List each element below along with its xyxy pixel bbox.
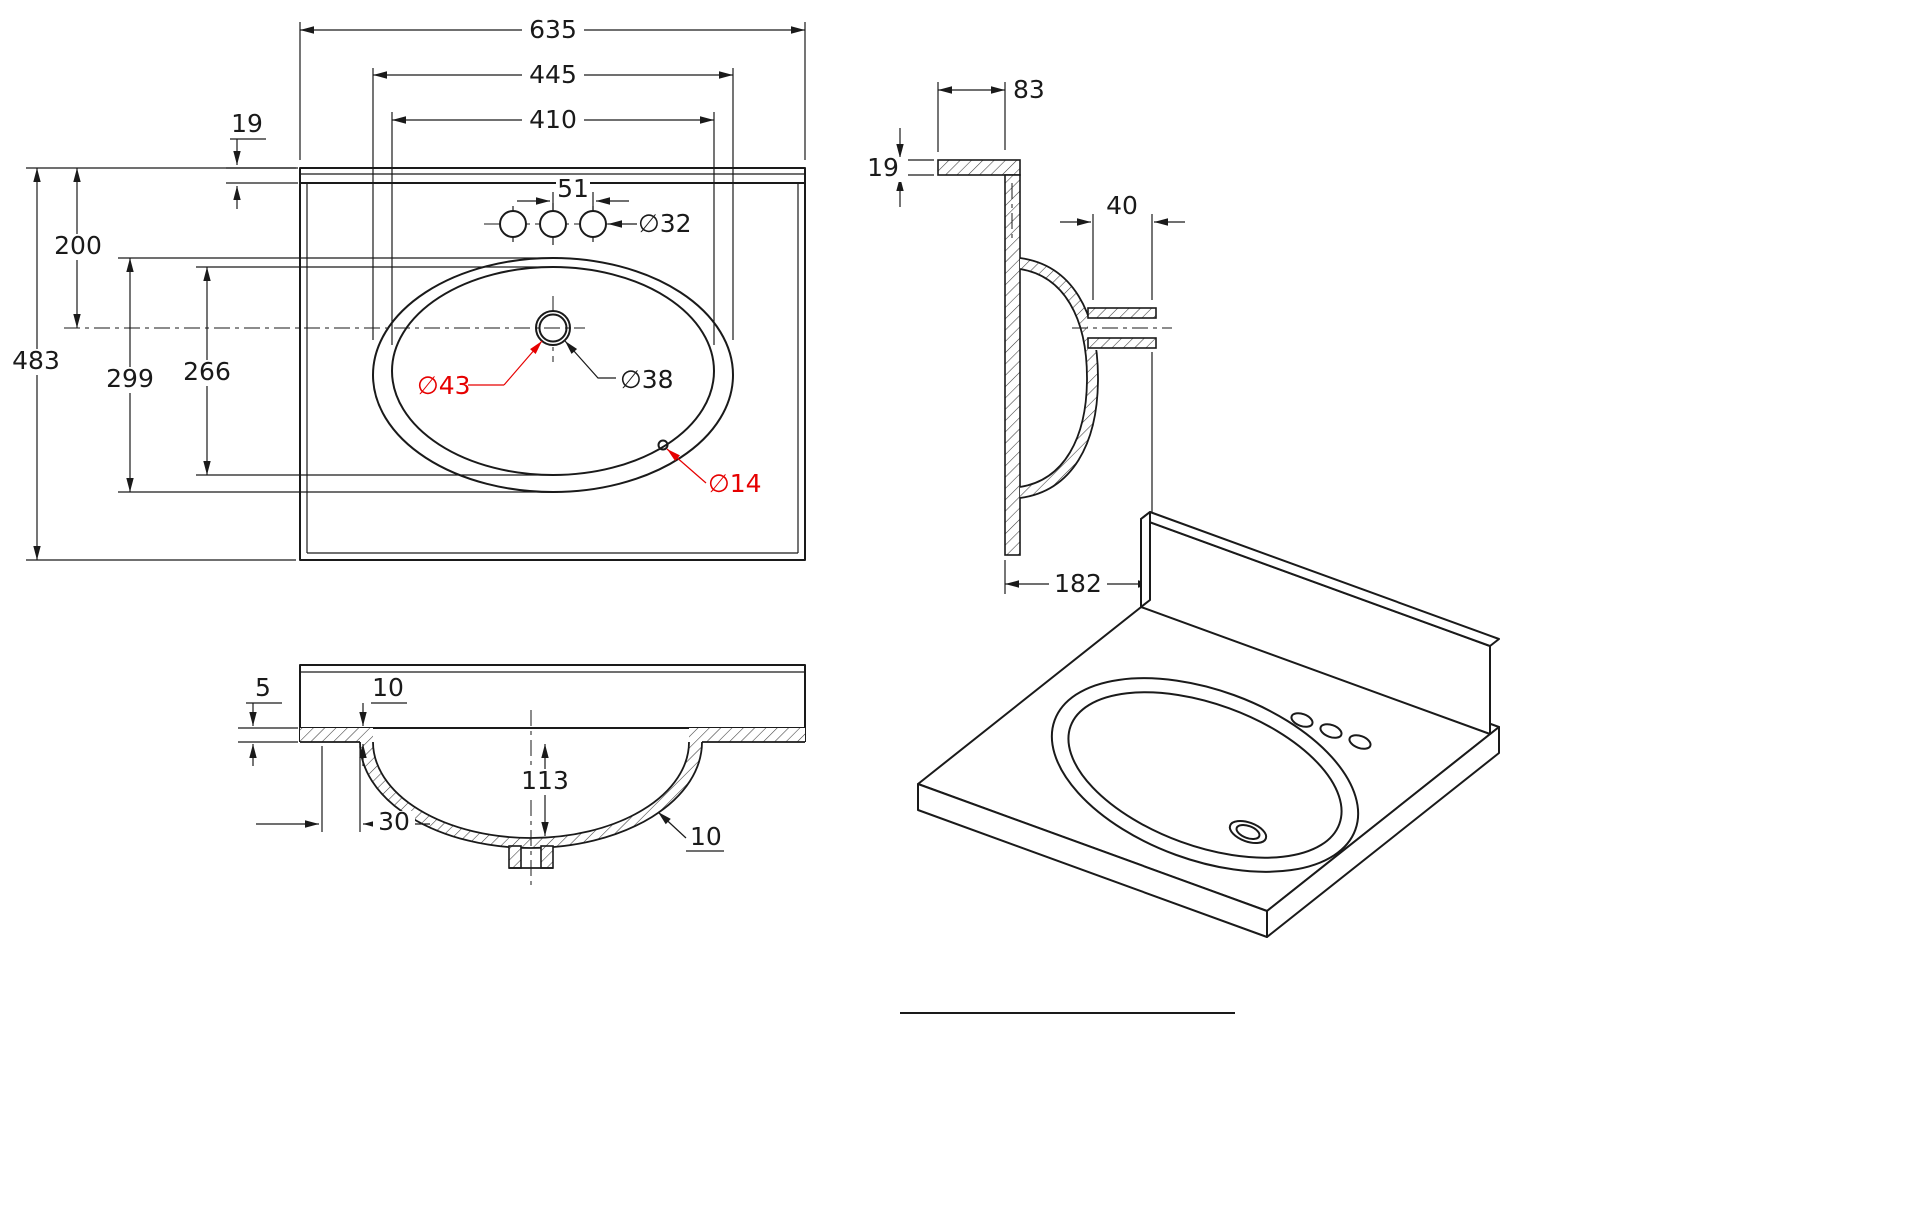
- dim-label-266: 266: [183, 357, 231, 386]
- front-outline: [299, 664, 806, 743]
- dim-label-19-side: 19: [867, 153, 899, 182]
- dim-label-182: 182: [1054, 569, 1102, 598]
- backsplash-section: [937, 159, 1021, 176]
- dim-drain-center: 200: [49, 168, 585, 329]
- dim-basin-inner-width: 410: [391, 105, 715, 345]
- dim-basin-inner-depth: 266: [178, 266, 553, 476]
- drain-stub-side: [1072, 306, 1172, 350]
- callout-drain-dia: ∅38: [564, 340, 674, 394]
- dim-label-635: 635: [529, 15, 577, 44]
- callout-faucet-dia: ∅32: [608, 209, 692, 238]
- dim-label-10-rim: 10: [372, 673, 404, 702]
- dim-label-5: 5: [255, 673, 271, 702]
- faucet-hole-left: [499, 210, 527, 238]
- dim-label-299: 299: [106, 364, 154, 393]
- dim-drain-stub: 40: [1060, 191, 1185, 300]
- dim-label-200: 200: [54, 231, 102, 260]
- dim-front-flat: 30: [256, 746, 430, 836]
- dim-label-483: 483: [12, 346, 60, 375]
- dim-bowl-wall: 10: [657, 811, 724, 852]
- dim-label-10-wall: 10: [690, 822, 722, 851]
- dim-label-83: 83: [1013, 75, 1045, 104]
- dim-label-113: 113: [521, 766, 569, 795]
- iso-deck-right-edge: [1266, 726, 1500, 938]
- label-dia14: ∅14: [708, 469, 762, 498]
- front-section-view: 5 10 30 113 1: [238, 664, 806, 888]
- isometric-view: [900, 511, 1500, 1014]
- dim-rim-step: 10: [359, 673, 407, 766]
- plan-outline: [299, 167, 806, 561]
- dim-backsplash-depth: 19: [226, 109, 298, 209]
- vanity-top-outline: [299, 167, 806, 561]
- callout-drain-cutout-dia: ∅43: [417, 340, 543, 400]
- iso-basin-outer-rim: [1050, 677, 1360, 873]
- iso-backsplash-end: [1140, 511, 1151, 608]
- label-dia43: ∅43: [417, 371, 471, 400]
- faucet-hole-center: [539, 210, 567, 238]
- dim-label-30: 30: [378, 807, 410, 836]
- dim-faucet-spacing: 51: [517, 174, 629, 212]
- overflow-hole: [657, 439, 669, 451]
- iso-faucet-holes: [1290, 712, 1372, 750]
- bowl-section-side: [1019, 257, 1099, 499]
- drain-fitting-front: [508, 845, 554, 869]
- dim-label-410: 410: [529, 105, 577, 134]
- deck-section: [1004, 174, 1021, 556]
- faucet-hole-right: [579, 210, 607, 238]
- side-section-view: 83 19 40 182: [858, 75, 1185, 599]
- dim-label-40: 40: [1106, 191, 1138, 220]
- dim-basin-depth: 113: [516, 744, 574, 836]
- dim-basin-outer-width: 445: [372, 60, 734, 340]
- dim-label-19-plan: 19: [231, 109, 263, 138]
- dim-depth-below-deck: 182: [1004, 352, 1153, 599]
- dim-deck-thickness: 19: [858, 128, 934, 207]
- plan-view: 635 445 410 19: [7, 15, 806, 561]
- label-dia32: ∅32: [638, 209, 692, 238]
- plan-drain: [535, 296, 571, 362]
- dim-backsplash-height: 83: [937, 75, 1045, 152]
- dim-label-51: 51: [557, 174, 589, 203]
- dim-front-edge-drop: 5: [238, 673, 298, 766]
- dim-total-depth: 483: [7, 167, 296, 561]
- label-dia38: ∅38: [620, 365, 674, 394]
- iso-drain: [1228, 819, 1268, 845]
- callout-overflow-dia: ∅14: [666, 448, 762, 498]
- dim-label-445: 445: [529, 60, 577, 89]
- iso-basin-inner-rim: [1067, 691, 1343, 859]
- dim-basin-outer-depth: 299: [101, 257, 558, 493]
- dim-total-width: 635: [299, 15, 806, 160]
